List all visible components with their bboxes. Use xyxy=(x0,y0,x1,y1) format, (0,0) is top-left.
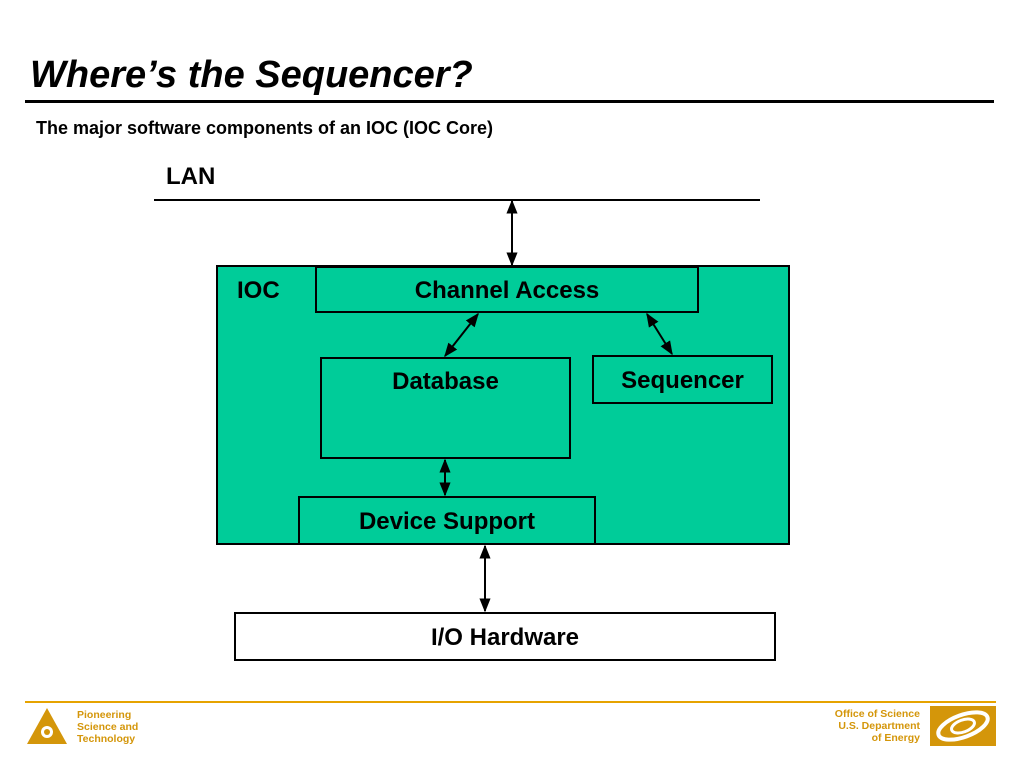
channel-access-database-arrow xyxy=(444,312,479,358)
slide-title: Where’s the Sequencer? xyxy=(30,54,473,96)
channel-access-sequencer-arrow xyxy=(646,312,673,356)
channel-access-box: Channel Access xyxy=(315,266,699,313)
slide-subtitle: The major software components of an IOC … xyxy=(36,118,494,138)
ioc-label: IOC xyxy=(237,277,280,304)
footer-right-text: Office of Science U.S. Department of Ene… xyxy=(834,708,920,744)
sequencer-box: Sequencer xyxy=(592,355,773,404)
device-support-box: Device Support xyxy=(298,496,596,545)
argonne-logo-icon xyxy=(27,708,67,744)
io-hardware-box: I/O Hardware xyxy=(234,612,776,661)
footer-divider xyxy=(25,701,996,703)
title-divider xyxy=(25,100,994,103)
footer-left-text: Pioneering Science and Technology xyxy=(77,709,139,745)
doe-logo-icon xyxy=(930,706,996,746)
database-box: Database xyxy=(320,357,571,459)
lan-label: LAN xyxy=(166,163,216,190)
